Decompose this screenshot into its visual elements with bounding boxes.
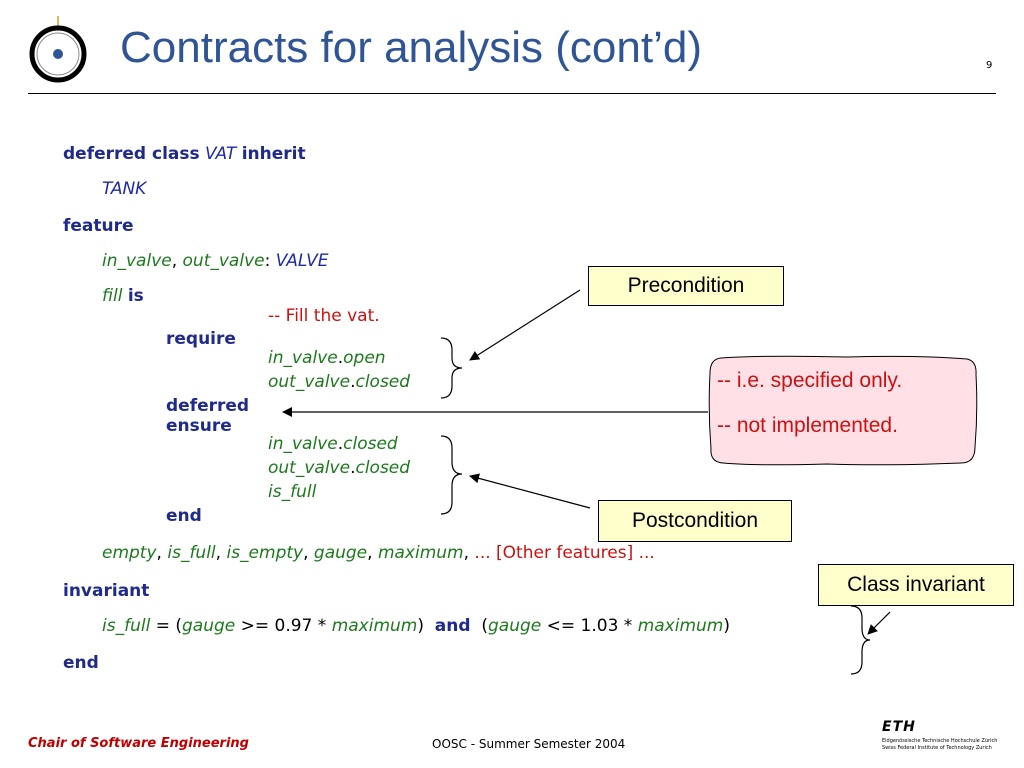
feature-name: in_valve [268, 434, 338, 454]
code-line-post2: out_valve.closed [268, 460, 410, 477]
punctuation: , [463, 543, 470, 563]
page-number: 9 [986, 60, 993, 71]
code-line-post3: is_full [268, 482, 317, 502]
feature-name: in_valve [102, 251, 172, 271]
class-name: VALVE [275, 251, 329, 271]
eth-logo: ETH [882, 719, 916, 735]
punctuation: , [303, 543, 309, 563]
keyword: inherit [241, 144, 306, 164]
feature-name: out_valve [182, 251, 265, 271]
keyword-deferred: deferred [166, 396, 250, 416]
punctuation: : [264, 251, 271, 271]
feature-name: is_full [167, 543, 216, 563]
chair-logo-icon [29, 16, 87, 83]
code-line-other-features: empty, is_full, is_empty, gauge, maximum… [102, 545, 655, 562]
code-line-invariant: is_full = (gauge >= 0.97 * maximum) and … [102, 618, 730, 635]
operator: <= 1.03 * [541, 616, 638, 636]
feature-name: gauge [488, 616, 542, 636]
punctuation: , [367, 543, 373, 563]
feature-name: is_full [102, 616, 151, 636]
punctuation: ) [417, 616, 424, 636]
code-line-post1: in_valve.closed [268, 436, 398, 453]
code-line-valves: in_valve, out_valve: VALVE [102, 253, 328, 270]
footer-course: OOSC - Summer Semester 2004 [432, 737, 626, 751]
page-title: Contracts for analysis (cont’d) [120, 23, 702, 72]
note-line-specified: -- i.e. specified only. [717, 369, 903, 392]
feature-name: open [343, 348, 386, 368]
header-divider [28, 93, 996, 94]
precondition-callout: Precondition [588, 266, 784, 306]
code-line-pre1: in_valve.open [268, 350, 386, 367]
postcondition-arrow [469, 473, 591, 509]
code-line-parent: TANK [102, 181, 146, 198]
feature-name: in_valve [268, 348, 338, 368]
note-shape [708, 355, 978, 466]
punctuation: , [215, 543, 222, 563]
punctuation: . [337, 434, 344, 454]
feature-name: closed [355, 372, 411, 392]
keyword: feature [63, 216, 134, 236]
invariant-brace [850, 605, 871, 675]
postcondition-brace [440, 435, 463, 515]
keyword-invariant: invariant [63, 581, 150, 601]
feature-name: gauge [181, 616, 236, 636]
eth-subtitle-en: Swiss Federal Institute of Technology Zu… [882, 745, 992, 751]
punctuation: . [337, 348, 344, 368]
punctuation: , [156, 543, 162, 563]
keyword-end-routine: end [166, 506, 202, 526]
code-line-pre2: out_valve.closed [268, 374, 410, 391]
punctuation: , [171, 251, 178, 271]
feature-name: out_valve [268, 372, 351, 392]
code-line-feature: feature [63, 218, 134, 235]
comment: ... [Other features] ... [474, 543, 655, 563]
punctuation: ) [723, 616, 730, 636]
keyword-ensure: ensure [166, 416, 232, 436]
code-line-fill: fill is [102, 288, 144, 305]
precondition-brace [440, 337, 463, 399]
punctuation: ( [481, 616, 488, 636]
note-line-not-implemented: -- not implemented. [717, 414, 898, 437]
operator: >= 0.97 * [235, 616, 332, 636]
class-name: TANK [102, 179, 147, 199]
precondition-arrow [469, 289, 581, 361]
keyword-end-class: end [63, 653, 99, 673]
feature-name: fill [102, 286, 123, 306]
feature-name: maximum [377, 543, 464, 563]
feature-name: maximum [331, 616, 418, 636]
feature-name: maximum [637, 616, 724, 636]
keyword: is [127, 286, 144, 306]
footer-chair: Chair of Software Engineering [28, 736, 249, 751]
class-invariant-callout: Class invariant [818, 564, 1014, 606]
class-name: VAT [205, 144, 237, 164]
feature-name: closed [355, 458, 411, 478]
code-line-class-decl: deferred class VAT inherit [63, 146, 306, 163]
eth-subtitle-de: Eidgenössische Technische Hochschule Zür… [882, 738, 998, 744]
punctuation: . [350, 458, 356, 478]
feature-name: gauge [313, 543, 368, 563]
deferred-note-callout: -- i.e. specified only. -- not implement… [707, 355, 979, 467]
keyword: and [434, 616, 471, 636]
feature-name: empty [102, 543, 157, 563]
feature-name: closed [343, 434, 398, 454]
keyword-require: require [166, 329, 236, 349]
feature-name: out_valve [268, 458, 351, 478]
keyword: deferred class [63, 144, 200, 164]
invariant-arrow [867, 611, 891, 635]
postcondition-callout: Postcondition [598, 500, 792, 542]
feature-name: is_empty [226, 543, 304, 563]
punctuation: . [350, 372, 356, 392]
code-comment-fill: -- Fill the vat. [268, 306, 380, 326]
operator: = ( [150, 616, 182, 636]
